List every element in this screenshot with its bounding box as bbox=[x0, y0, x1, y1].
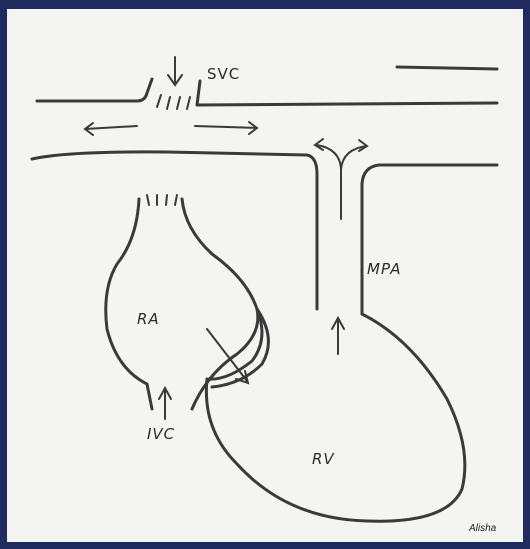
svc-hatch bbox=[157, 95, 190, 109]
credit-signature: Alisha bbox=[468, 523, 497, 534]
ra-top-hatch bbox=[147, 195, 177, 205]
label-ivc: IVC bbox=[147, 425, 175, 443]
mpa-split-left-arrow bbox=[315, 139, 341, 219]
rv-outline bbox=[206, 309, 464, 521]
top-right-line bbox=[397, 67, 497, 69]
heart-sketch-diagram: SVC MPA RA IVC RV Alisha bbox=[7, 9, 523, 542]
mpa-up-arrow bbox=[332, 318, 344, 354]
pa-lower-wall-left bbox=[32, 152, 317, 309]
label-mpa: MPA bbox=[367, 260, 402, 278]
label-rv: RV bbox=[312, 450, 335, 468]
pa-upper-wall-right bbox=[197, 81, 497, 105]
flow-right-arrow bbox=[195, 122, 257, 134]
mpa-split-right-arrow bbox=[341, 140, 367, 169]
ra-left-wall bbox=[106, 199, 152, 409]
pa-upper-wall-left bbox=[37, 79, 152, 101]
ivc-up-arrow bbox=[159, 388, 171, 419]
svc-down-arrow bbox=[168, 57, 182, 85]
label-ra: RA bbox=[137, 310, 160, 328]
label-svc: SVC bbox=[207, 65, 240, 83]
pa-lower-wall-right bbox=[362, 165, 497, 314]
flow-left-arrow bbox=[85, 123, 137, 135]
